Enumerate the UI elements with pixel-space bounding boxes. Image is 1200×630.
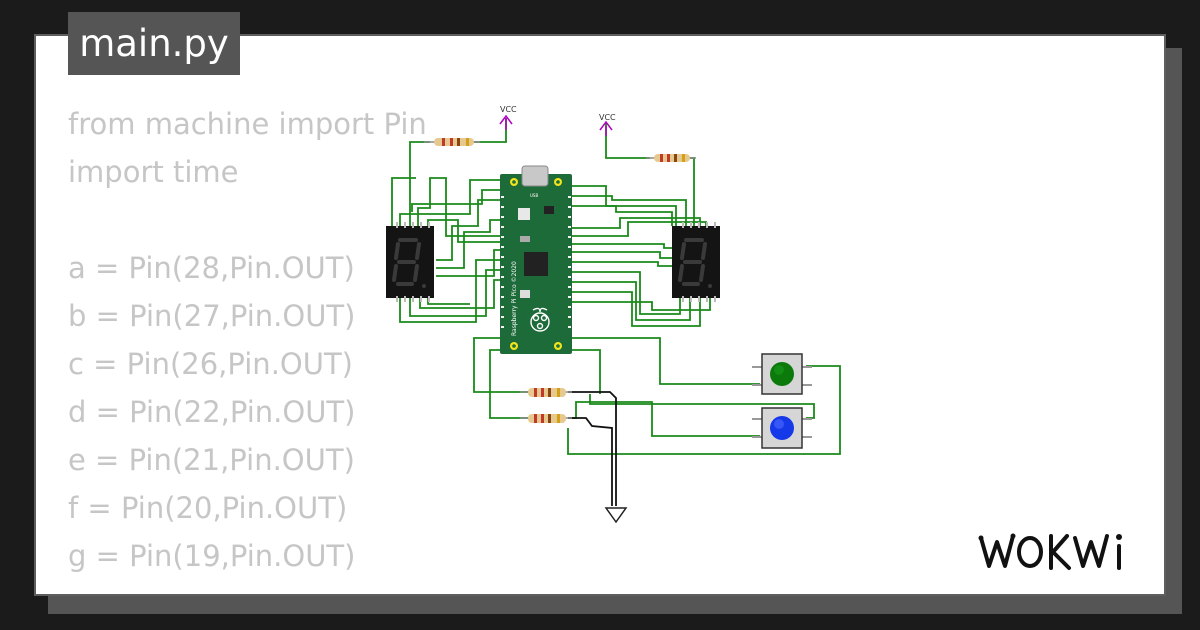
wokwi-logo bbox=[978, 533, 1122, 570]
code-line: g = Pin(19,Pin.OUT) bbox=[68, 539, 356, 573]
code-line: import time bbox=[68, 155, 239, 189]
code-line: f = Pin(20,Pin.OUT) bbox=[68, 491, 348, 525]
resistor-blue-button bbox=[520, 414, 572, 423]
raspberry-pi-pico-board: Raspberry Pi Pico ©2020 USB bbox=[500, 165, 572, 354]
code-line: b = Pin(27,Pin.OUT) bbox=[68, 299, 356, 333]
preview-card bbox=[34, 34, 1166, 596]
vcc-left-label: VCC bbox=[500, 105, 517, 114]
code-line: c = Pin(26,Pin.OUT) bbox=[68, 347, 353, 381]
ground-icon bbox=[604, 507, 628, 524]
resistor-vcc-right bbox=[646, 154, 696, 162]
file-tab-main-py[interactable]: main.py bbox=[68, 12, 240, 75]
vcc-left-icon bbox=[499, 114, 513, 130]
vcc-right-label: VCC bbox=[599, 113, 616, 122]
usb-label: USB bbox=[530, 193, 538, 198]
code-line: e = Pin(21,Pin.OUT) bbox=[68, 443, 355, 477]
raspberry-logo-icon bbox=[530, 307, 550, 332]
seven-segment-display-right bbox=[672, 222, 720, 302]
pico-label: Raspberry Pi Pico ©2020 bbox=[511, 261, 518, 336]
resistor-vcc-left bbox=[424, 138, 480, 146]
code-line: from machine import Pin bbox=[68, 107, 427, 141]
ground-wires bbox=[568, 391, 617, 506]
blue-pushbutton[interactable] bbox=[752, 407, 812, 449]
resistor-green-button bbox=[520, 388, 572, 397]
seven-segment-display-left bbox=[386, 222, 434, 302]
code-preview: from machine import Pin import time a = … bbox=[68, 100, 427, 580]
vcc-right-icon bbox=[599, 120, 613, 136]
code-line: d = Pin(22,Pin.OUT) bbox=[68, 395, 356, 429]
code-line: a = Pin(28,Pin.OUT) bbox=[68, 251, 355, 285]
green-pushbutton[interactable] bbox=[752, 353, 812, 395]
